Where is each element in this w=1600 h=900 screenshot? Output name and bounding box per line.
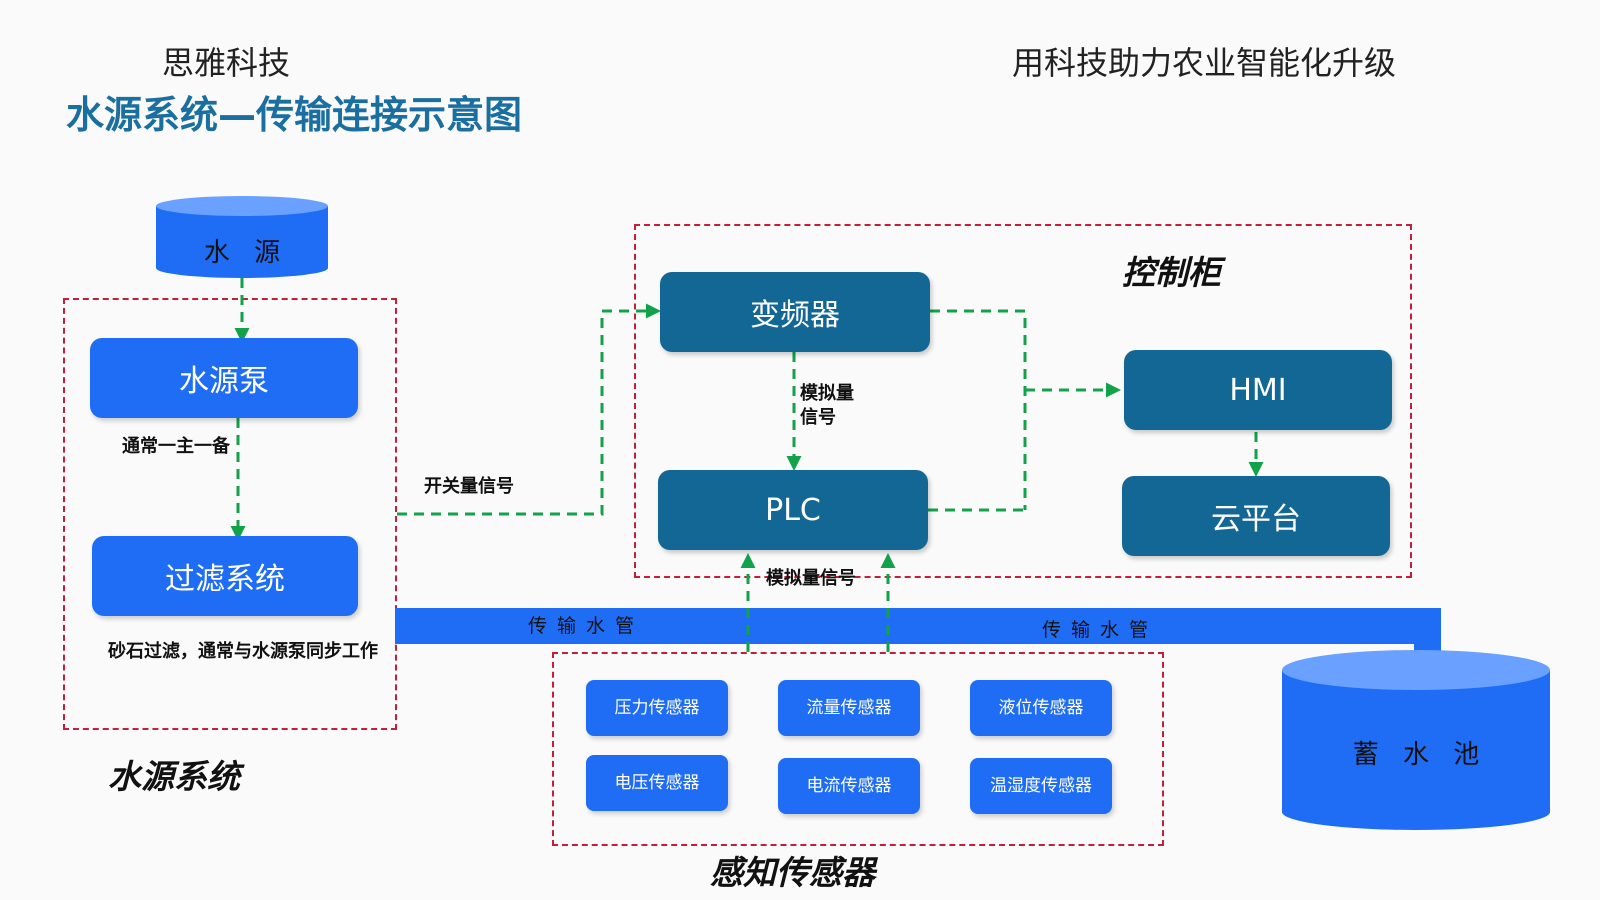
sensor-frame xyxy=(552,652,1164,846)
water-system-title: 水源系统 xyxy=(108,757,240,796)
filter-system-box: 过滤系统 xyxy=(92,536,358,616)
company-name: 思雅科技 xyxy=(162,44,291,82)
water-source-label: 水 源 xyxy=(203,238,289,268)
voltage-sensor-box: 电压传感器 xyxy=(586,755,728,811)
control-cabinet-frame xyxy=(634,224,1412,578)
hmi-box: HMI xyxy=(1124,350,1392,430)
vfd-box: 变频器 xyxy=(660,272,930,352)
slogan: 用科技助力农业智能化升级 xyxy=(1012,44,1397,82)
flow-sensor-box: 流量传感器 xyxy=(778,680,920,736)
sensor-section-title: 感知传感器 xyxy=(710,853,875,892)
sensor-signal-label: 模拟量信号 xyxy=(766,568,856,589)
switch-signal-label: 开关量信号 xyxy=(424,476,514,497)
page-title: 水源系统—传输连接示意图 xyxy=(66,93,523,137)
transmission-pipe xyxy=(395,608,1441,644)
pipe-label-right: 传输水管 xyxy=(1042,619,1159,641)
control-cabinet-title: 控制柜 xyxy=(1122,253,1221,292)
cloud-platform-box: 云平台 xyxy=(1122,476,1390,556)
plc-box: PLC xyxy=(658,470,928,550)
current-sensor-box: 电流传感器 xyxy=(778,758,920,814)
temp-humidity-sensor-box: 温湿度传感器 xyxy=(970,758,1112,814)
water-pump-box: 水源泵 xyxy=(90,338,358,418)
pump-note: 通常一主一备 xyxy=(122,436,230,457)
water-system-frame xyxy=(63,298,397,730)
filter-note: 砂石过滤，通常与水源泵同步工作 xyxy=(108,641,378,662)
reservoir-cylinder xyxy=(1282,650,1550,830)
arrow-switch-to-vfd xyxy=(397,303,661,516)
reservoir-label: 蓄 水 池 xyxy=(1352,740,1488,770)
level-sensor-box: 液位传感器 xyxy=(970,680,1112,736)
line-vfd-right xyxy=(930,309,1027,510)
vfd-plc-signal-label: 模拟量信号 xyxy=(800,383,854,428)
water-source-cylinder xyxy=(156,196,328,278)
pipe-label-left: 传输水管 xyxy=(528,615,645,637)
pressure-sensor-box: 压力传感器 xyxy=(586,680,728,736)
